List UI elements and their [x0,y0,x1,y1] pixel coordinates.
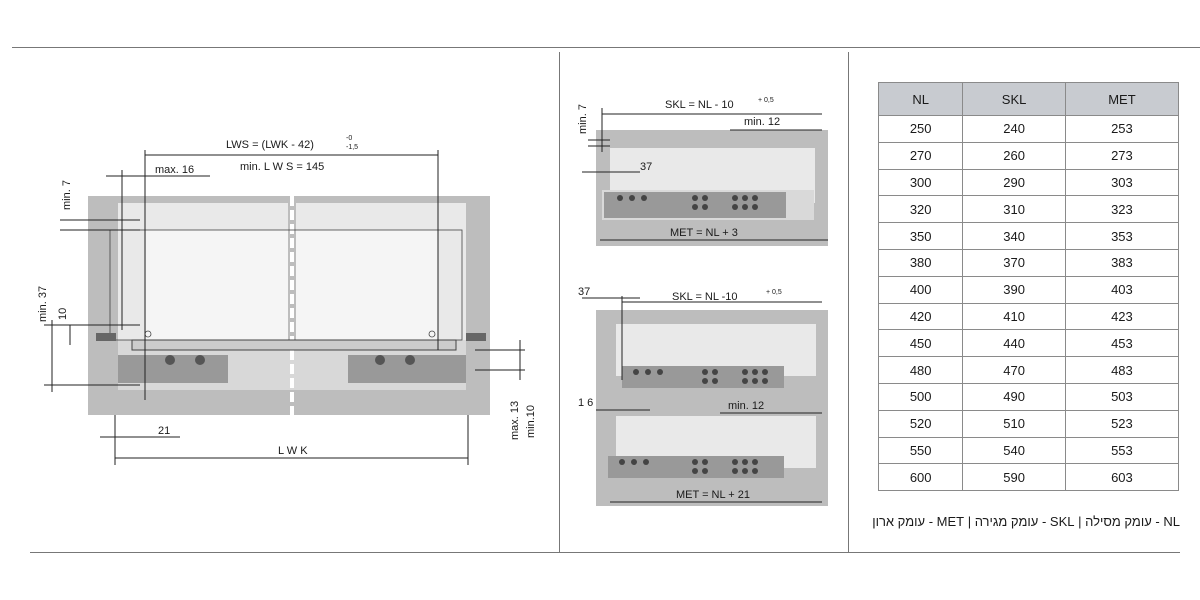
cell-met: 323 [1064,195,1180,224]
side-bottom-16-label: 1 6 [578,397,593,409]
side-view-top-diagram: min. 7 SKL = NL - 10 + 0,5 min. 12 37 ME… [577,97,828,246]
cell-met: 453 [1064,329,1180,358]
bottom-divider [30,552,1180,553]
top-divider [12,47,1200,48]
table-header-row: NL SKL MET [877,82,1180,116]
side-top-37-label: 37 [640,161,652,173]
cell-nl: 400 [877,275,964,304]
cell-nl: 270 [877,141,964,170]
divider-left [559,52,560,552]
cell-nl: 500 [877,382,964,411]
cell-nl: 320 [877,195,964,224]
side-top-min12-label: min. 12 [744,116,780,128]
cell-met: 273 [1064,141,1180,170]
cell-met: 403 [1064,275,1180,304]
cell-skl: 240 [962,115,1066,143]
cell-met: 383 [1064,248,1180,277]
side-top-skl-label: SKL = NL - 10 [665,99,734,111]
header-met: MET [1064,82,1180,116]
cell-nl: 300 [877,168,964,197]
cell-skl: 590 [962,463,1066,492]
cell-met: 603 [1064,463,1180,492]
cell-skl: 470 [962,356,1066,384]
cell-nl: 380 [877,248,964,277]
side-top-met-label: MET = NL + 3 [670,227,738,239]
min10-label: min.10 [525,405,537,438]
cell-nl: 450 [877,329,964,358]
max13-label: max. 13 [509,401,521,440]
cell-nl: 420 [877,302,964,331]
header-skl: SKL [962,82,1066,116]
side-bottom-skl-tolerance: + 0,5 [766,289,782,296]
side-top-skl-tolerance: + 0,5 [758,97,774,104]
lws-formula: LWS = (LWK - 42) [226,139,314,151]
cell-met: 503 [1064,382,1180,411]
twenty-one-label: 21 [158,425,170,437]
side-bottom-met-label: MET = NL + 21 [676,489,750,501]
cell-skl: 310 [962,195,1066,224]
cell-skl: 390 [962,275,1066,304]
cell-skl: 410 [962,302,1066,331]
cell-nl: 550 [877,436,964,465]
cell-skl: 290 [962,168,1066,197]
cell-nl: 520 [877,409,964,438]
min7-label: min. 7 [61,180,73,210]
min37-label: min. 37 [37,286,49,322]
cell-met: 523 [1064,409,1180,438]
side-bottom-min12-label: min. 12 [728,400,764,412]
divider-right [848,52,849,552]
side-view-bottom-diagram: 37 SKL = NL -10 + 0,5 1 6 min. 12 MET = … [578,286,828,506]
cell-skl: 540 [962,436,1066,465]
cell-met: 353 [1064,222,1180,250]
lws-minimum: min. L W S = 145 [240,161,324,173]
max16-label: max. 16 [155,164,194,176]
cell-skl: 490 [962,382,1066,411]
ten-label: 10 [57,308,69,320]
cell-skl: 370 [962,248,1066,277]
lwk-label: L W K [278,445,308,457]
cell-nl: 350 [877,222,964,250]
side-top-min7-label: min. 7 [577,104,589,134]
cell-nl: 600 [877,463,964,492]
side-bottom-skl-label: SKL = NL -10 [672,291,738,303]
front-view-diagram: LWS = (LWK - 42) -0 -1,5 min. L W S = 14… [37,135,537,465]
cell-met: 553 [1064,436,1180,465]
cell-nl: 250 [877,115,964,143]
lws-tolerance-upper: -0 [346,135,352,142]
legend-text: NL - עומק מסילה | SKL - עומק מגירה | MET… [872,514,1180,529]
cell-skl: 260 [962,141,1066,170]
header-nl: NL [877,82,964,116]
side-bottom-37-label: 37 [578,286,590,298]
cell-skl: 440 [962,329,1066,358]
cell-met: 423 [1064,302,1180,331]
cell-met: 303 [1064,168,1180,197]
cell-met: 253 [1064,115,1180,143]
cell-skl: 340 [962,222,1066,250]
lws-tolerance-lower: -1,5 [346,144,358,151]
cell-nl: 480 [877,356,964,384]
cell-skl: 510 [962,409,1066,438]
cell-met: 483 [1064,356,1180,384]
